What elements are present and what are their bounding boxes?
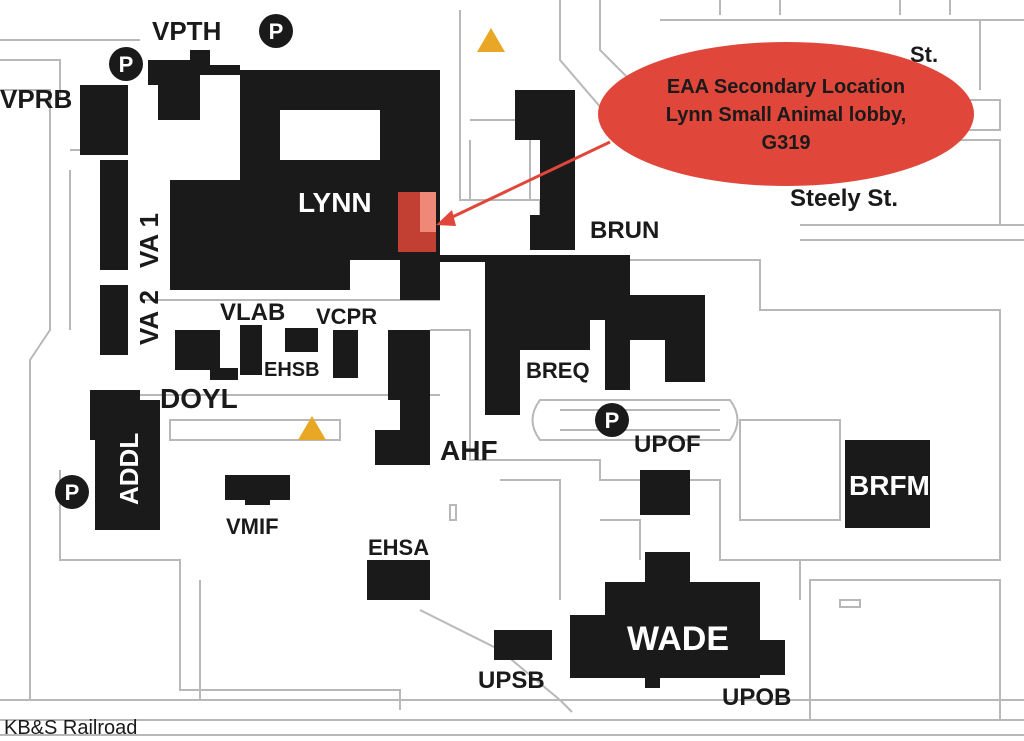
railroad-label: KB&S Railroad: [4, 717, 137, 739]
building-label-wade: WADE: [627, 620, 729, 658]
building-label-vprb: VPRB: [0, 84, 72, 114]
street-label-steely: Steely St.: [790, 185, 898, 212]
svg-text:P: P: [65, 480, 80, 505]
building-label-brfm: BRFM: [849, 470, 930, 501]
triangle-marker-icon: [298, 416, 326, 440]
callout-arrow-head: [436, 210, 456, 226]
building-label-ehsa: EHSA: [368, 535, 429, 560]
building-label-vcpr: VCPR: [316, 304, 377, 329]
street-label-st: St.: [910, 42, 938, 67]
callout-line-3: G319: [762, 132, 811, 154]
building-label-upob: UPOB: [722, 684, 791, 711]
building-label-breq: BREQ: [526, 358, 590, 383]
building-label-vpth: VPTH: [152, 16, 221, 46]
building-label-vlab: VLAB: [220, 299, 285, 326]
parking-icon: P: [109, 47, 143, 81]
buildings: [80, 50, 930, 688]
building-label-va1: VA 1: [134, 213, 164, 268]
parking-icon: P: [259, 14, 293, 48]
building-label-ahf: AHF: [440, 435, 498, 466]
callout-ellipse: [598, 42, 974, 186]
svg-text:P: P: [119, 52, 134, 77]
parking-icon: P: [595, 403, 629, 437]
building-label-upsb: UPSB: [478, 667, 545, 694]
callout-line-1: EAA Secondary Location: [667, 76, 905, 98]
building-label-vmif: VMIF: [226, 514, 279, 539]
triangle-marker-icon: [477, 28, 505, 52]
parking-icon: P: [55, 475, 89, 509]
callout: EAA Secondary Location Lynn Small Animal…: [436, 42, 974, 226]
svg-text:P: P: [605, 408, 620, 433]
callout-line-2: Lynn Small Animal lobby,: [666, 104, 906, 126]
svg-text:P: P: [269, 19, 284, 44]
building-label-va2: VA 2: [134, 290, 164, 345]
building-label-addl: ADDL: [114, 433, 144, 505]
building-label-upof: UPOF: [634, 431, 701, 458]
building-label-ehsb: EHSB: [264, 359, 320, 381]
highlight-area-light: [420, 192, 436, 232]
building-label-brun: BRUN: [590, 217, 659, 244]
building-label-lynn: LYNN: [298, 187, 372, 218]
callout-arrow-line: [445, 140, 611, 222]
building-label-doyl: DOYL: [160, 383, 238, 414]
